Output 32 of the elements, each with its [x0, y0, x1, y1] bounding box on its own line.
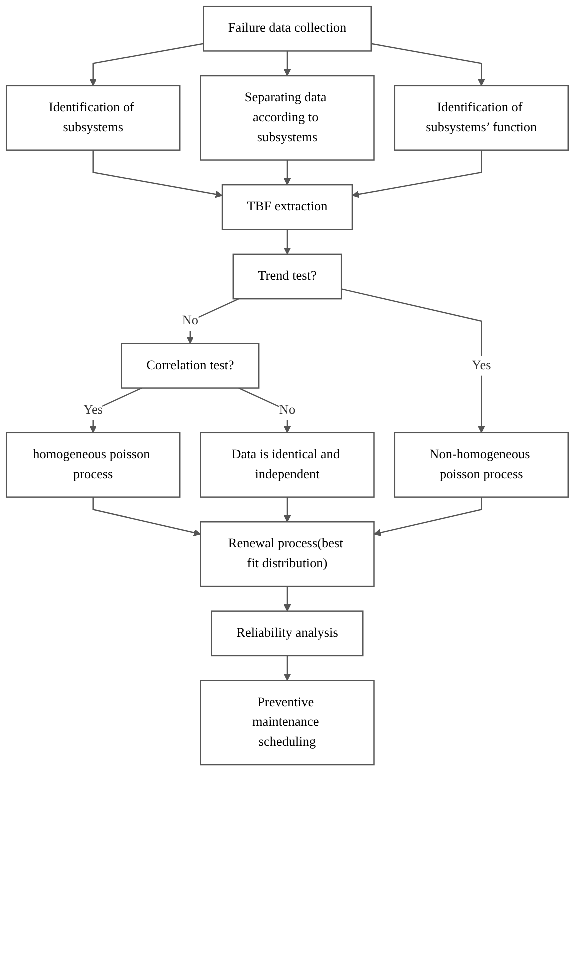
arrow — [284, 586, 292, 612]
arrow — [284, 230, 292, 255]
arrow — [92, 497, 202, 536]
arrow — [341, 288, 486, 434]
node-box: Failure data collection — [203, 6, 372, 52]
node-box: Separating data according to subsystems — [200, 75, 375, 161]
node-box: homogeneous poisson process — [6, 432, 181, 498]
arrow — [186, 298, 240, 344]
node-box: Reliability analysis — [211, 610, 364, 657]
node-box: TBF extraction — [222, 184, 354, 230]
edge-label: No — [182, 314, 199, 328]
edge-label: Yes — [84, 403, 103, 418]
node-box: Preventive maintenance scheduling — [200, 680, 375, 766]
arrow — [284, 160, 292, 186]
arrow — [284, 51, 292, 76]
node-box: Data is identical and independent — [200, 432, 375, 498]
arrow — [90, 43, 204, 86]
arrow — [92, 150, 223, 198]
edge-label: Yes — [472, 358, 492, 373]
arrow — [90, 388, 142, 434]
node-box: Identification of subsystems — [6, 85, 181, 151]
arrow — [374, 497, 482, 536]
node-box: Identification of subsystems’ function — [394, 85, 569, 151]
arrow — [371, 43, 486, 86]
arrow — [284, 656, 292, 682]
node-box: Correlation test? — [121, 343, 260, 389]
node-box: Renewal process(best fit distribution) — [200, 522, 375, 588]
node-box: Non-homogeneous poisson process — [394, 432, 569, 498]
arrow — [352, 150, 482, 198]
edge-label: No — [279, 403, 296, 418]
node-box: Trend test? — [232, 254, 342, 300]
arrow — [284, 497, 292, 522]
